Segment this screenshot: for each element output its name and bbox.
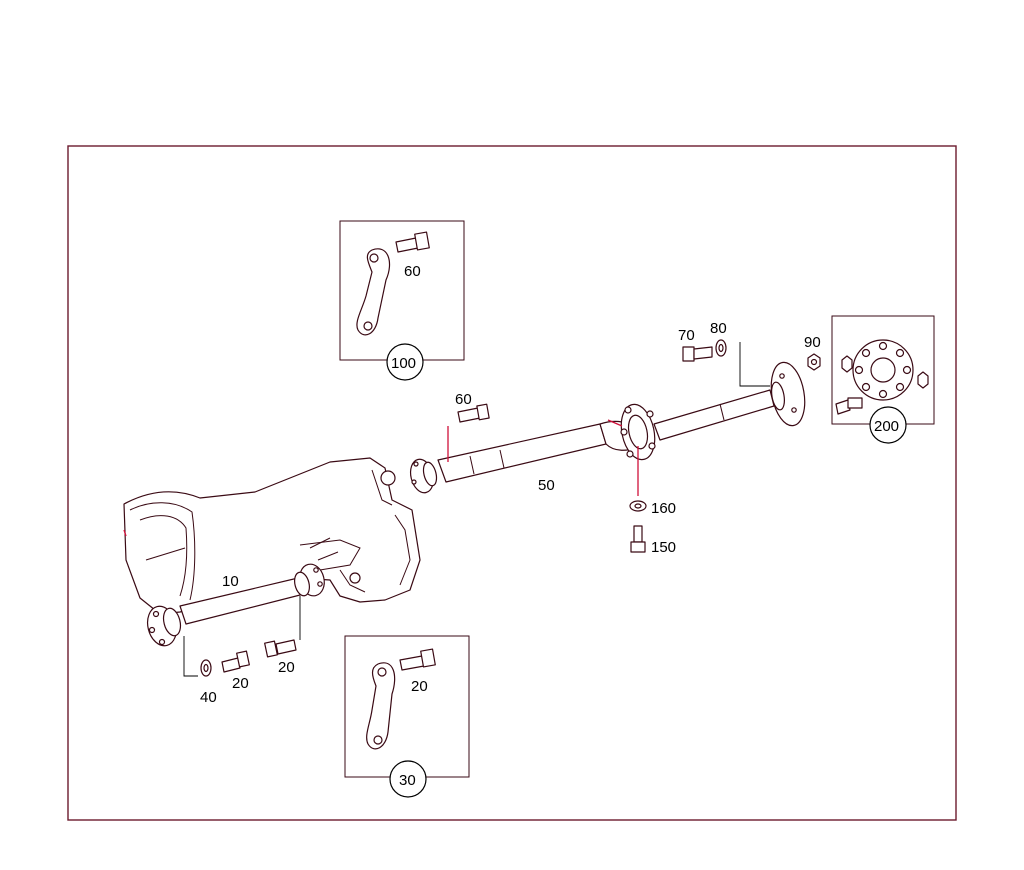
label-20-a: 20 — [232, 675, 249, 692]
label-70: 70 — [678, 327, 695, 344]
label-160: 160 — [651, 500, 676, 517]
label-90: 90 — [804, 334, 821, 351]
label-60-box: 60 — [404, 263, 421, 280]
diagram-frame — [67, 145, 957, 821]
callout-200 — [869, 406, 907, 444]
callout-label-30: 30 — [399, 772, 416, 789]
rear-propeller-shaft — [409, 361, 806, 494]
callout-100 — [386, 343, 424, 381]
bolt-20-left — [221, 650, 250, 673]
label-40: 40 — [200, 689, 217, 706]
detail-box-30 — [344, 635, 470, 798]
label-60: 60 — [455, 391, 472, 408]
bolt-150 — [630, 525, 646, 553]
detail-box-200 — [831, 315, 935, 444]
callout-label-200: 200 — [874, 418, 899, 435]
label-20-b: 20 — [278, 659, 295, 676]
washer-40 — [200, 659, 212, 677]
label-10: 10 — [222, 573, 239, 590]
front-propeller-shaft — [146, 563, 325, 647]
label-50: 50 — [538, 477, 555, 494]
callout-30 — [389, 760, 427, 798]
bolt-70 — [682, 346, 713, 362]
label-20-c: 20 — [411, 678, 428, 695]
callout-label-100: 100 — [391, 355, 416, 372]
detail-box-100 — [339, 220, 465, 381]
bolt-60-upper — [457, 403, 490, 423]
washer-80 — [715, 339, 727, 357]
nut-90 — [807, 353, 821, 371]
bolt-20-right — [264, 639, 297, 658]
washer-160 — [629, 500, 647, 512]
label-80: 80 — [710, 320, 727, 337]
label-150: 150 — [651, 539, 676, 556]
